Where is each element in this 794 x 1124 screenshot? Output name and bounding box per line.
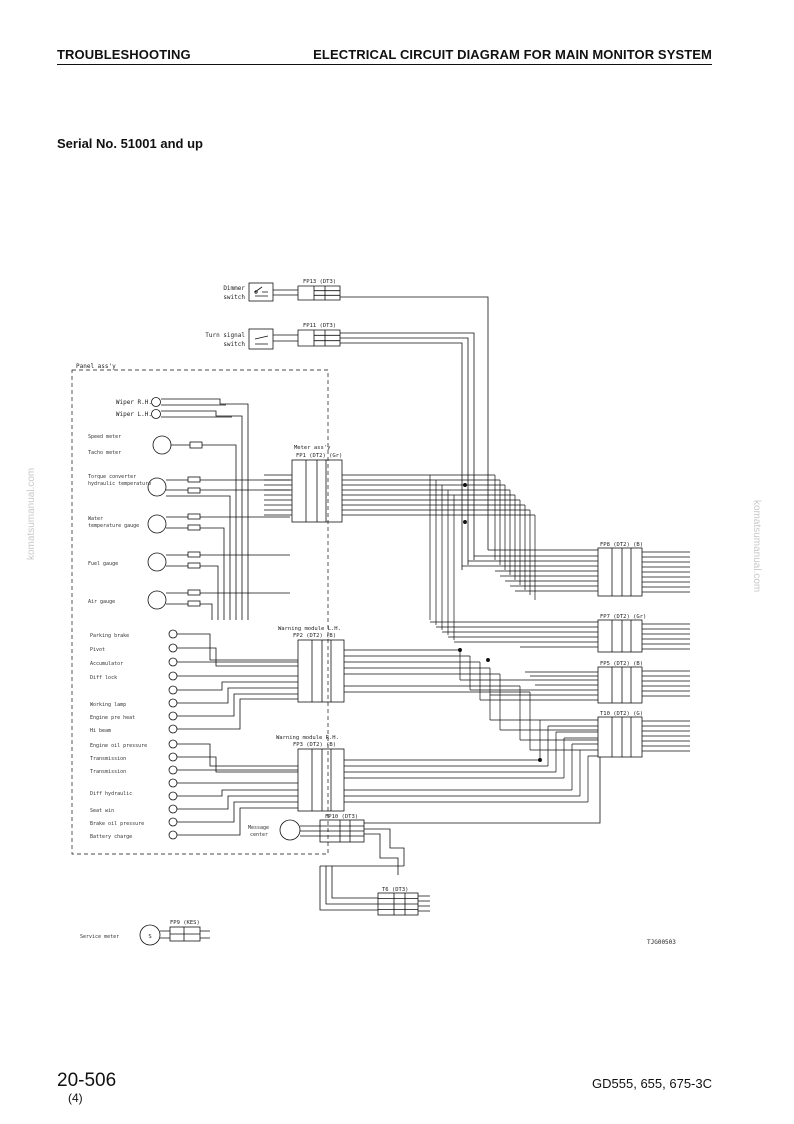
fp10-connector-label: FP10 (DT3) [325,814,358,820]
warning-lamps-lh: Parking brake Pivot Accumulator Diff loc… [90,629,298,734]
speed-meter-label-2: Tacho meter [88,450,121,456]
panel-assy-boundary [71,369,329,855]
dimmer-switch: Dimmer switch [223,282,274,302]
torque-converter-label-2: hydraulic temperature [88,481,151,487]
serial-subtitle: Serial No. 51001 and up [57,136,203,151]
lamp-battery-charge: Battery charge [90,834,132,840]
lamp-diff-hydraulic: Diff hydraulic [90,791,132,797]
fp9-connector-label: FP9 (KES) [170,920,200,926]
header-document-title: ELECTRICAL CIRCUIT DIAGRAM FOR MAIN MONI… [313,47,712,62]
t6-connector-label: T6 (DT3) [382,887,409,893]
message-center-label-1: Message [248,825,269,831]
air-gauge-label: Air gauge [88,599,115,605]
lamp-engine-preheat: Engine pre heat [90,715,135,721]
water-temperature-gauge: Water temperature gauge [88,513,290,620]
message-center-fp10: Message center FP10 (DT3) [248,760,601,875]
fp11-connector: FP11 (DT3) [273,323,475,570]
t10-connector-label: T10 (DT2) (G) [600,711,643,717]
model-numbers: GD555, 655, 675-3C [592,1076,712,1091]
fp1-connector-label: FP1 (DT2) (Gr) [296,453,342,459]
speed-meter: Speed meter Tacho meter [88,434,237,620]
meter-assy-label: Meter ass'y [294,445,331,451]
t10-connector: T10 (DT2) (G) [490,711,690,760]
service-meter-symbol: S [148,934,151,940]
figure-code: TJG00503 [647,939,676,946]
dimmer-switch-label-1: Dimmer [223,285,245,292]
fp5-connector-label: FP5 (DT2) (B) [600,661,643,667]
warning-module-rh-fp3: Warning module R.H. FP3 (DT2) (B) [276,735,588,812]
water-temp-label-2: temperature gauge [88,523,139,529]
fp8-connector-label: FP8 (DT2) (B) [600,542,643,548]
fp5-connector: FP5 (DT2) (B) [460,661,690,704]
fp13-connector: FP13 (DT3) [273,279,489,550]
lamp-transmission-1: Transmission [90,756,126,762]
torque-converter-label-1: Torque converter [88,474,136,480]
fp3-connector-label: FP3 (DT2) (B) [293,742,336,748]
header-rule [57,64,712,65]
fuel-gauge-label: Fuel gauge [88,561,118,567]
turn-signal-switch: Turn signal switch [205,328,274,350]
warning-lamps-rh: Engine oil pressure Transmission Transmi… [90,739,298,840]
lamp-engine-oil-pressure: Engine oil pressure [90,743,147,749]
warning-module-lh-fp2: Warning module L.H. FP2 (DT2) (B) [278,626,530,703]
fp7-connector: FP7 (DT2) (Gr) [430,614,690,653]
lamp-diff-lock: Diff lock [90,675,117,681]
lamp-accumulator: Accumulator [90,661,123,667]
water-temp-label-1: Water [88,516,103,522]
wiper-indicators: Wiper R.H. Wiper L.H. [116,397,249,620]
service-meter-label: Service meter [80,934,119,940]
fuel-gauge: Fuel gauge [88,551,290,620]
message-center-label-2: center [250,832,268,838]
lamp-hi-beam: Hi beam [90,728,111,734]
t6-connector: T6 (DT3) [319,865,430,916]
page-number: 20-506 [57,1070,117,1091]
fp11-connector-label: FP11 (DT3) [303,323,336,329]
lamp-seat-win: Seat win [90,808,114,814]
wiper-lh-label: Wiper L.H. [116,411,152,418]
module-lh-label: Warning module L.H. [278,626,341,632]
fp13-connector-label: FP13 (DT3) [303,279,336,285]
panel-assy-label: Panel ass'y [76,363,116,370]
bus-wires [429,475,589,802]
header-section-title: TROUBLESHOOTING [57,47,191,62]
page-revision: (4) [68,1091,83,1105]
air-gauge: Air gauge [88,589,290,620]
dimmer-switch-label-2: switch [223,294,245,301]
fp7-connector-label: FP7 (DT2) (Gr) [600,614,646,620]
lamp-working-lamp: Working lamp [90,702,126,708]
lamp-parking-brake: Parking brake [90,633,129,639]
lamp-transmission-2: Transmission [90,769,126,775]
service-meter-fp9: S Service meter FP9 (KES) [80,920,210,946]
wiper-rh-label: Wiper R.H. [116,399,152,406]
fp8-connector: FP8 (DT2) (B) [462,542,690,597]
fp2-connector-label: FP2 (DT2) (B) [293,633,336,639]
turn-signal-label-2: switch [223,341,245,348]
meter-assy-fp1: Meter ass'y FP1 (DT2) (Gr) [264,445,535,523]
lamp-brake-oil-pressure: Brake oil pressure [90,821,144,827]
lamp-pivot: Pivot [90,647,105,653]
speed-meter-label-1: Speed meter [88,434,121,440]
turn-signal-label-1: Turn signal [205,332,245,339]
module-rh-label: Warning module R.H. [276,735,339,741]
torque-converter-gauge: Torque converter hydraulic temperature [88,474,290,620]
